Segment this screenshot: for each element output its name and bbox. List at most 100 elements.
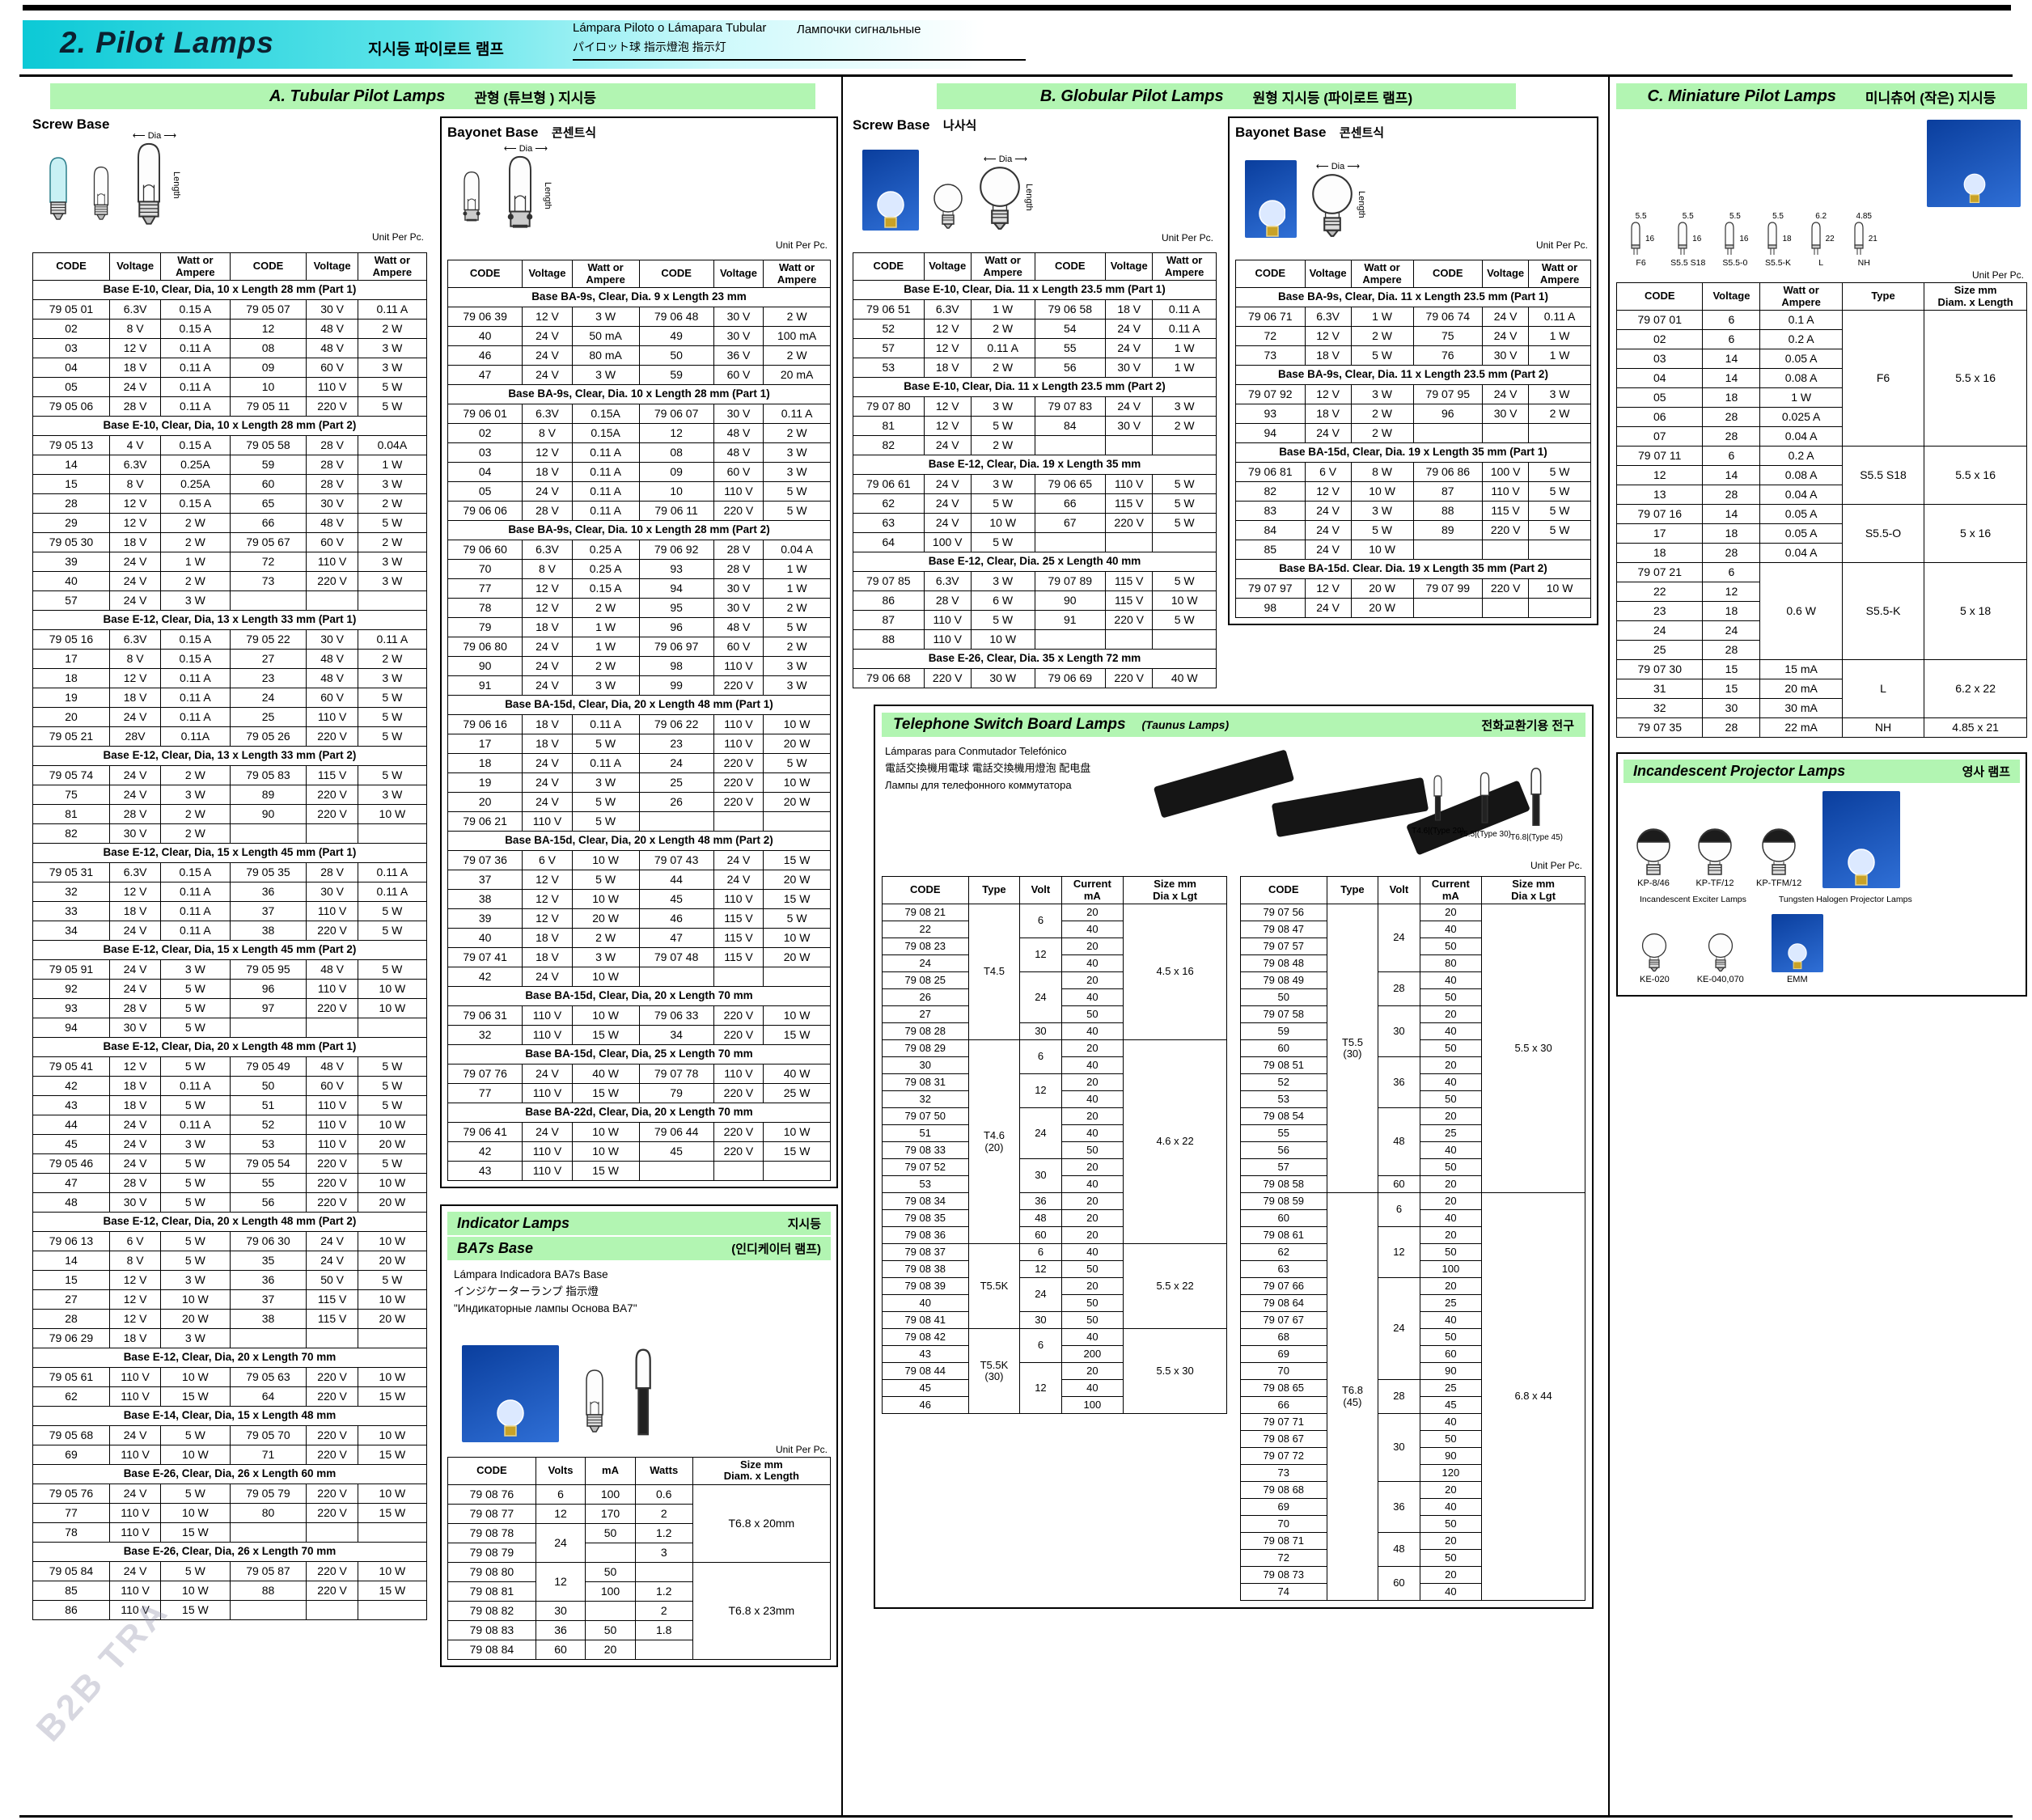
table-cell: 03 <box>32 338 110 358</box>
table-cell: 79 06 60 <box>447 540 523 560</box>
table-cell: 110 V <box>1482 481 1530 502</box>
table-cell: 79 08 23 <box>882 938 969 955</box>
table-cell: 2 W <box>160 823 231 844</box>
table-cell: 29 <box>32 513 110 533</box>
table-row: Base E-12, Clear, Dia, 13 x Length 33 mm… <box>32 610 427 630</box>
table-cell: 50 <box>1419 1328 1483 1346</box>
table-cell: 79 <box>638 1083 714 1103</box>
table-cell: 48 V <box>306 649 358 669</box>
table-cell: 79 08 54 <box>1240 1107 1327 1125</box>
table-cell: 2 W <box>763 307 831 327</box>
table-cell: 6 <box>1019 1243 1062 1261</box>
mini-lamp-icon <box>1631 222 1640 256</box>
table-cell: 12 V <box>108 1056 162 1077</box>
table-cell: 15 <box>1702 679 1761 699</box>
table-cell: 28 V <box>108 1173 162 1193</box>
table-cell: 40 <box>1060 1056 1124 1074</box>
mini-type-label: F6 <box>1636 258 1646 268</box>
mini-length-label: 16 <box>1692 234 1702 243</box>
table-cell: 28 V <box>713 540 764 560</box>
table-cell: 79 05 68 <box>32 1425 110 1445</box>
table-cell: 24 V <box>522 1122 573 1142</box>
table-cell: 50 <box>1060 1294 1124 1312</box>
mini-dia-label: 5.5 <box>1682 212 1694 221</box>
table-cell: 79 06 29 <box>32 1328 110 1348</box>
table-cell: 220 V <box>306 921 358 941</box>
table-cell: 42 <box>32 1076 110 1096</box>
title-band <box>23 20 985 69</box>
table-cell: 220 V <box>306 1484 358 1504</box>
table-cell: 40 <box>1419 1413 1483 1431</box>
table-cell: 40 <box>1060 954 1124 972</box>
table-cell: 110 V <box>108 1503 162 1523</box>
table-cell: 30 <box>1378 1005 1420 1057</box>
table-cell: 28 V <box>108 998 162 1018</box>
table-cell: 20 <box>1060 1192 1124 1210</box>
table-cell: 79 05 67 <box>229 532 307 552</box>
table-cell: 48 V <box>306 338 358 358</box>
column-header: CODE <box>447 1456 536 1485</box>
table-cell: 1.2 <box>634 1522 693 1543</box>
table-cell <box>1152 435 1217 455</box>
table-cell: 0.08 A <box>1759 368 1843 388</box>
table-cell: 24 V <box>1304 501 1352 521</box>
table-cell: 4.85 x 21 <box>1924 717 2027 738</box>
table-cell: 115 V <box>1105 571 1154 591</box>
table-cell: 79 07 95 <box>1412 384 1484 404</box>
group-header: Base BA-15d, Clear, Dia. 19 x Length 35 … <box>1235 442 1591 463</box>
table-cell: 0.6 <box>634 1484 693 1505</box>
table-cell: 40 <box>1419 1022 1483 1040</box>
group-header: Base BA-15d, Clear, Dia, 20 x Length 70 … <box>447 986 831 1006</box>
globe-lamp-icon <box>980 167 1020 230</box>
ba7s-base-title-korean: (인디케이터 램프) <box>731 1242 821 1256</box>
type-caption: T6.8|(Type 45) <box>1510 833 1563 842</box>
table-cell: 3 W <box>763 462 831 482</box>
mini-lamp-icon <box>1678 222 1687 256</box>
table-cell: 110 V <box>713 1064 764 1084</box>
table-cell: 0.15 A <box>160 493 231 514</box>
table-cell: 24 V <box>108 765 162 785</box>
table-cell: 25 <box>638 772 714 793</box>
table-cell: 10 W <box>1350 540 1414 560</box>
indicator-lamp-icon <box>586 1369 603 1433</box>
table-cell: 15 W <box>160 1386 231 1407</box>
table-cell <box>1482 598 1530 618</box>
table-cell: 110 V <box>108 1522 162 1543</box>
table-cell: 10 W <box>1152 590 1217 611</box>
table-cell: 79 07 36 <box>447 850 523 870</box>
table-cell: 60 <box>229 474 307 494</box>
table-cell: 30 <box>1019 1022 1062 1040</box>
table-cell: 0.15 A <box>160 629 231 650</box>
table-cell: 79 05 74 <box>32 765 110 785</box>
table-cell: 20 <box>447 792 523 812</box>
table-cell: 6.3V <box>923 299 972 320</box>
table-cell: 0.11 A <box>160 377 231 397</box>
telephone-lamp-icon <box>1433 775 1442 821</box>
table-cell: 110 V <box>108 1386 162 1407</box>
table-cell: 45 <box>638 1141 714 1162</box>
table-cell: 45 <box>32 1134 110 1154</box>
table-cell: 18 <box>1615 543 1704 563</box>
table-cell: 3 W <box>357 338 428 358</box>
table-cell: 1 W <box>970 299 1035 320</box>
column-header: CODE <box>1615 282 1704 311</box>
table-cell: 48 V <box>713 442 764 463</box>
emm-lamp-figure: EMM <box>1771 914 1823 984</box>
table-cell: 79 07 30 <box>1615 659 1704 679</box>
table-cell: 79 08 67 <box>1240 1430 1327 1448</box>
table-cell: 24 V <box>1482 326 1530 346</box>
table-cell: 79 05 54 <box>229 1153 307 1174</box>
